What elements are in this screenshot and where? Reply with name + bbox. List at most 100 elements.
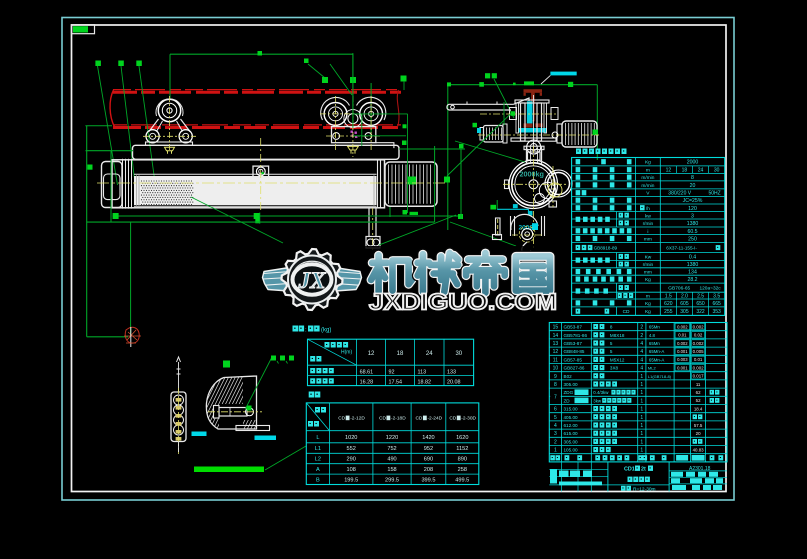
svg-text:2t: 2t xyxy=(641,467,646,473)
svg-text:Kg: Kg xyxy=(645,277,651,283)
svg-text:1: 1 xyxy=(640,407,643,413)
svg-text:5: 5 xyxy=(610,341,613,346)
svg-text:68.61: 68.61 xyxy=(360,369,374,375)
svg-text:20.08: 20.08 xyxy=(447,380,461,386)
svg-text:JXDIGUO.COM: JXDIGUO.COM xyxy=(369,289,557,315)
svg-text:752: 752 xyxy=(387,446,396,452)
svg-text:0.002: 0.002 xyxy=(677,341,688,346)
svg-text:A2301.18: A2301.18 xyxy=(689,466,711,472)
svg-text:24: 24 xyxy=(698,168,704,174)
svg-text:158: 158 xyxy=(387,467,396,473)
svg-text:299.5: 299.5 xyxy=(385,477,399,483)
svg-text:322: 322 xyxy=(696,309,705,315)
svg-text:m: m xyxy=(646,295,650,300)
svg-text:12: 12 xyxy=(368,351,375,357)
svg-text:255: 255 xyxy=(664,309,673,315)
svg-text:GB848-85: GB848-85 xyxy=(564,349,585,354)
svg-text:R=12-30m: R=12-30m xyxy=(633,486,656,492)
svg-text:18.4: 18.4 xyxy=(694,406,703,411)
svg-text:40.83: 40.83 xyxy=(693,447,705,452)
svg-text:1420: 1420 xyxy=(422,435,434,441)
svg-text:0.001: 0.001 xyxy=(677,365,688,370)
svg-text:650: 650 xyxy=(696,301,705,307)
svg-text:17.54: 17.54 xyxy=(389,380,403,386)
svg-text:8: 8 xyxy=(691,175,694,181)
svg-text:1: 1 xyxy=(640,374,643,380)
svg-text:0.005: 0.005 xyxy=(693,349,705,354)
svg-text:GB706-65: GB706-65 xyxy=(668,286,690,292)
svg-text:JC=25%: JC=25% xyxy=(683,198,703,204)
svg-text:1: 1 xyxy=(554,448,557,454)
svg-text:GB53-87: GB53-87 xyxy=(564,325,583,330)
svg-text:105.00: 105.00 xyxy=(564,448,578,453)
svg-text:3: 3 xyxy=(691,213,694,219)
svg-text:8: 8 xyxy=(554,382,557,388)
svg-text:0.002: 0.002 xyxy=(693,324,705,329)
svg-text:3.5: 3.5 xyxy=(713,294,720,300)
svg-text:i: i xyxy=(647,229,648,235)
svg-text:2: 2 xyxy=(640,333,643,339)
svg-text:620: 620 xyxy=(664,301,673,307)
svg-text:615.00: 615.00 xyxy=(564,431,578,436)
svg-text:1: 1 xyxy=(640,423,643,429)
svg-text:952: 952 xyxy=(424,446,433,452)
svg-text:4: 4 xyxy=(640,349,643,355)
svg-text:65Mn-A: 65Mn-A xyxy=(649,349,664,354)
svg-text:65Mn-A: 65Mn-A xyxy=(649,357,664,362)
svg-text:133: 133 xyxy=(447,369,456,375)
svg-text:2000: 2000 xyxy=(519,224,534,231)
svg-text:CD: CD xyxy=(379,416,386,422)
svg-text:399.5: 399.5 xyxy=(421,477,435,483)
svg-text:62: 62 xyxy=(696,390,701,395)
svg-text:-2-30D: -2-30D xyxy=(461,416,476,422)
svg-text:305.00: 305.00 xyxy=(564,439,578,444)
svg-text:4: 4 xyxy=(554,423,557,429)
svg-text:A: A xyxy=(316,467,320,473)
svg-text:1: 1 xyxy=(640,390,643,396)
svg-text:4: 4 xyxy=(640,366,643,372)
svg-text:60.5: 60.5 xyxy=(687,229,697,235)
svg-text:L2: L2 xyxy=(315,457,321,463)
svg-text:kw: kw xyxy=(645,213,651,219)
svg-text:134: 134 xyxy=(688,270,697,276)
svg-text:V: V xyxy=(646,191,650,197)
svg-text:1.5: 1.5 xyxy=(665,294,672,300)
svg-text:2: 2 xyxy=(554,439,557,445)
svg-text:13: 13 xyxy=(553,341,559,347)
svg-text:r/min: r/min xyxy=(643,221,654,227)
svg-text:m/min: m/min xyxy=(641,175,654,181)
svg-text:250: 250 xyxy=(688,237,697,243)
svg-text:L: L xyxy=(316,435,319,441)
svg-text:ZDG: ZDG xyxy=(564,390,574,395)
svg-text:Kw: Kw xyxy=(645,255,652,261)
svg-text:890: 890 xyxy=(458,457,467,463)
svg-text:CD1: CD1 xyxy=(624,467,635,473)
svg-text:30: 30 xyxy=(455,351,462,357)
svg-text:CD: CD xyxy=(338,416,345,422)
svg-text:24: 24 xyxy=(426,351,433,357)
svg-text::: : xyxy=(305,328,307,334)
svg-text:499.5: 499.5 xyxy=(455,477,469,483)
svg-text:GB8918-89: GB8918-89 xyxy=(594,246,618,251)
svg-text:M5X12: M5X12 xyxy=(610,357,625,362)
svg-text:0.4/3kw: 0.4/3kw xyxy=(593,390,609,395)
svg-text:208: 208 xyxy=(424,467,433,473)
svg-text:380/220 V: 380/220 V xyxy=(668,191,691,197)
svg-text:CD: CD xyxy=(623,309,630,315)
svg-text:2: 2 xyxy=(640,325,643,331)
svg-text:1: 1 xyxy=(640,382,643,388)
svg-text:18.82: 18.82 xyxy=(418,380,432,386)
svg-text:1152: 1152 xyxy=(456,446,468,452)
svg-text:113: 113 xyxy=(418,369,427,375)
svg-text:2.0: 2.0 xyxy=(681,294,688,300)
svg-text:0.017: 0.017 xyxy=(693,374,705,379)
svg-text:/h: /h xyxy=(646,206,650,212)
svg-text:12: 12 xyxy=(666,168,672,174)
svg-text:605: 605 xyxy=(680,301,689,307)
svg-text:2000kg: 2000kg xyxy=(520,170,544,179)
svg-text:0.002: 0.002 xyxy=(677,324,688,329)
svg-text:315.00: 315.00 xyxy=(564,407,578,412)
svg-text:Kg: Kg xyxy=(645,301,651,307)
svg-text:20: 20 xyxy=(696,431,701,436)
svg-text:108: 108 xyxy=(347,467,356,473)
